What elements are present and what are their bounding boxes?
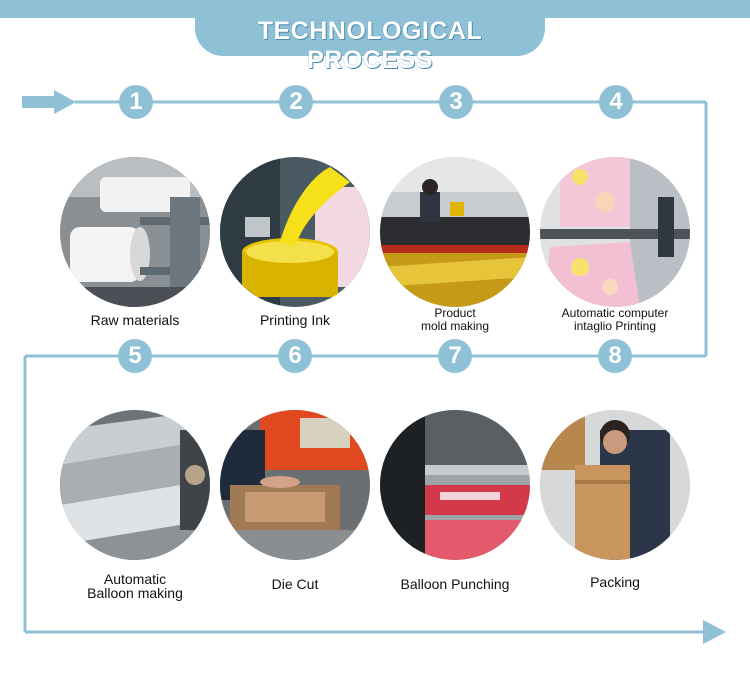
- step-2-label: Printing Ink: [215, 313, 375, 327]
- step-2-badge: 2: [279, 85, 313, 119]
- step-5-badge: 5: [118, 339, 152, 373]
- step-1-badge: 1: [119, 85, 153, 119]
- balloon-making-photo: [60, 410, 210, 560]
- step-4-badge: 4: [599, 85, 633, 119]
- intaglio-printing-photo: [540, 157, 690, 307]
- step-3-label: Product mold making: [375, 307, 535, 333]
- step-5-label: Automatic Balloon making: [55, 572, 215, 600]
- start-arrow-shaft: [22, 96, 56, 108]
- mold-making-photo: [380, 157, 530, 307]
- die-cut-photo: [220, 410, 370, 560]
- step-8-badge: 8: [598, 339, 632, 373]
- raw-materials-photo: [60, 157, 210, 307]
- step-8-label: Packing: [535, 575, 695, 589]
- end-arrow-icon: [703, 620, 726, 644]
- step-6-badge: 6: [278, 339, 312, 373]
- start-arrow-icon: [54, 90, 76, 114]
- step-3-badge: 3: [439, 85, 473, 119]
- step-7-label: Balloon Punching: [375, 577, 535, 591]
- balloon-punching-photo: [380, 410, 530, 560]
- step-4-label: Automatic computer intaglio Printing: [535, 307, 695, 333]
- step-6-label: Die Cut: [215, 577, 375, 591]
- step-7-badge: 7: [438, 339, 472, 373]
- printing-ink-photo: [220, 157, 370, 307]
- packing-photo: [540, 410, 690, 560]
- step-1-label: Raw materials: [55, 313, 215, 327]
